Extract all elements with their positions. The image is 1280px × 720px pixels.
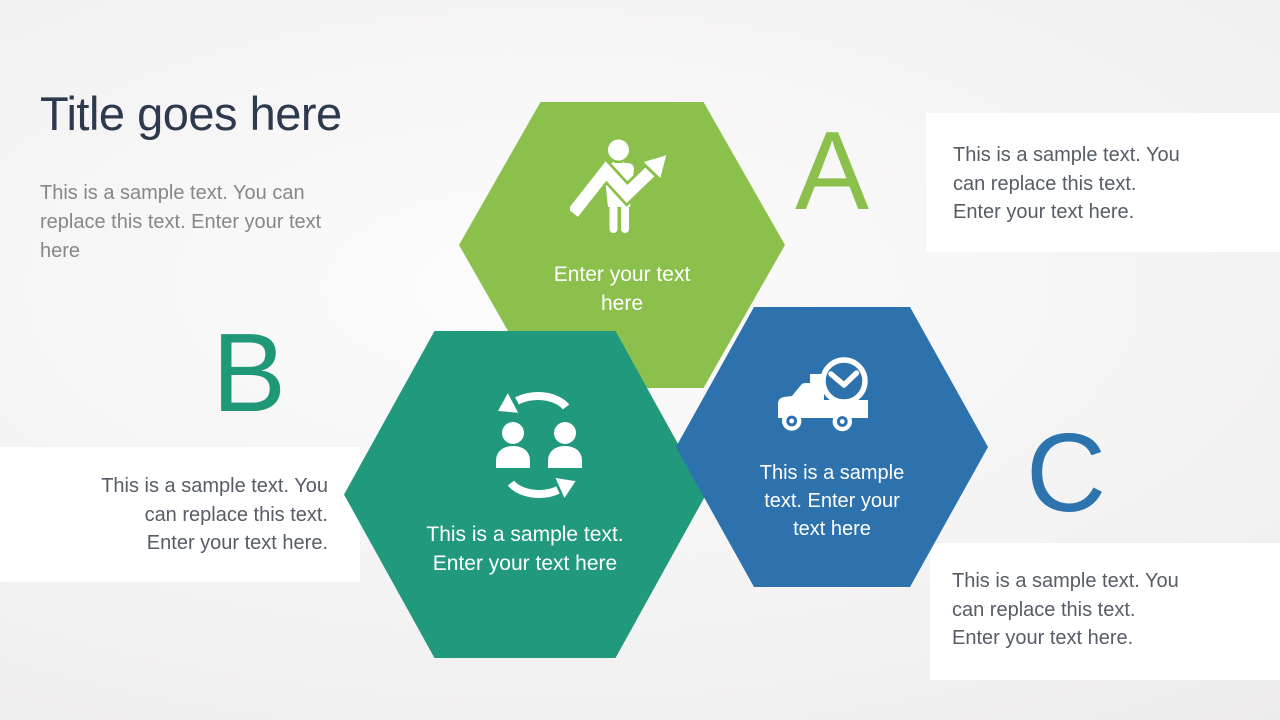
callout-letter-a: A bbox=[795, 109, 870, 233]
callout-box-c: This is a sample text. You can replace t… bbox=[930, 543, 1280, 680]
hexagon-delivery-label: This is a sample text. Enter your text h… bbox=[759, 462, 905, 540]
hexagon-growth-label: Enter your text here bbox=[553, 263, 691, 315]
intro-text: This is a sample text. You can replace t… bbox=[40, 182, 322, 262]
callout-letter-c: C bbox=[1026, 411, 1107, 535]
callout-letter-b: B bbox=[212, 311, 287, 435]
callout-text-a: This is a sample text. You can replace t… bbox=[953, 144, 1180, 223]
people-exchange-arrows-icon bbox=[496, 392, 582, 499]
callout-text-c: This is a sample text. You can replace t… bbox=[952, 570, 1179, 649]
callout-text-b: This is a sample text. You can replace t… bbox=[101, 475, 328, 554]
callout-box-a: This is a sample text. You can replace t… bbox=[926, 113, 1280, 252]
businessman-growth-arrow-icon bbox=[570, 139, 671, 233]
hexagon-exchange-label: This is a sample text. Enter your text h… bbox=[426, 523, 624, 575]
page-title: Title goes here bbox=[40, 87, 342, 140]
callout-box-b: This is a sample text. You can replace t… bbox=[0, 447, 360, 582]
delivery-truck-clock-icon bbox=[778, 357, 868, 432]
